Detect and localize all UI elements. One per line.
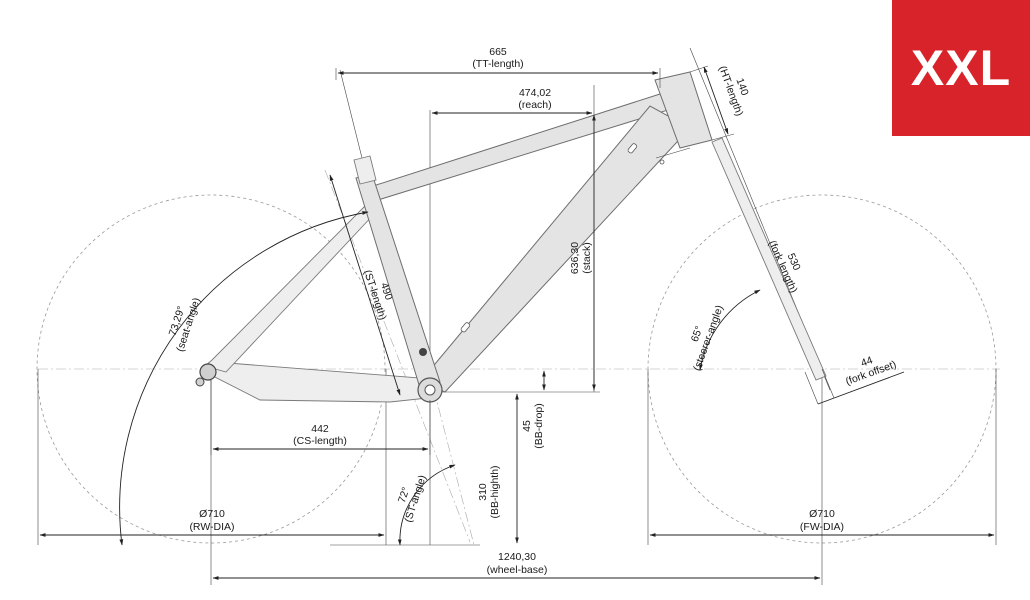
steerer-angle-value: 65° [689,324,706,343]
tt-length-dimension [335,68,661,88]
fork-blade [711,137,827,381]
seat-angle-arc [119,211,369,546]
rw-dia-value: Ø710 [199,508,225,520]
st-length-value: 490 [378,281,395,302]
reach-value: 474,02 [519,87,551,99]
st-angle-value: 72° [396,486,412,505]
seatstay [204,204,377,373]
size-badge-label: XXL [910,40,1012,96]
bb-height-label: (BB-highth) [489,465,501,518]
rear-dropout [199,363,217,381]
bb-height-value: 310 [477,483,489,501]
bb-drop-label: (BB-drop) [533,403,545,449]
cs-length-dimension [210,380,431,455]
derailleur-hanger [195,377,205,387]
fork-offset-dimension [804,368,905,405]
bottom-bracket-core [424,384,436,396]
wheel-base-label: (wheel-base) [487,564,548,576]
wheel-base-value: 1240,30 [498,551,536,563]
fw-dia-value: Ø710 [809,508,835,520]
ht-length-value: 140 [733,77,750,98]
stack-value: 636,30 [569,242,581,274]
fw-dia-label: (FW-DIA) [800,521,844,533]
stack-label: (stack) [581,242,593,274]
size-badge [892,0,1030,136]
st-angle-arc [397,464,456,546]
tt-length-value: 665 [489,46,507,58]
fork-length-dimension [711,137,827,381]
steerer-angle-arc [699,289,761,371]
bb-drop-value: 45 [521,420,533,432]
chainstay [204,361,429,403]
cs-length-label: (CS-length) [293,435,347,447]
tt-length-label: (TT-length) [472,58,523,70]
reach-label: (reach) [518,99,551,111]
cs-length-value: 442 [311,423,329,435]
fork-offset-value: 44 [859,354,874,369]
ht-length-dimension [689,65,735,141]
rw-dia-label: (RW-DIA) [189,521,234,533]
bike-frame [195,71,713,403]
